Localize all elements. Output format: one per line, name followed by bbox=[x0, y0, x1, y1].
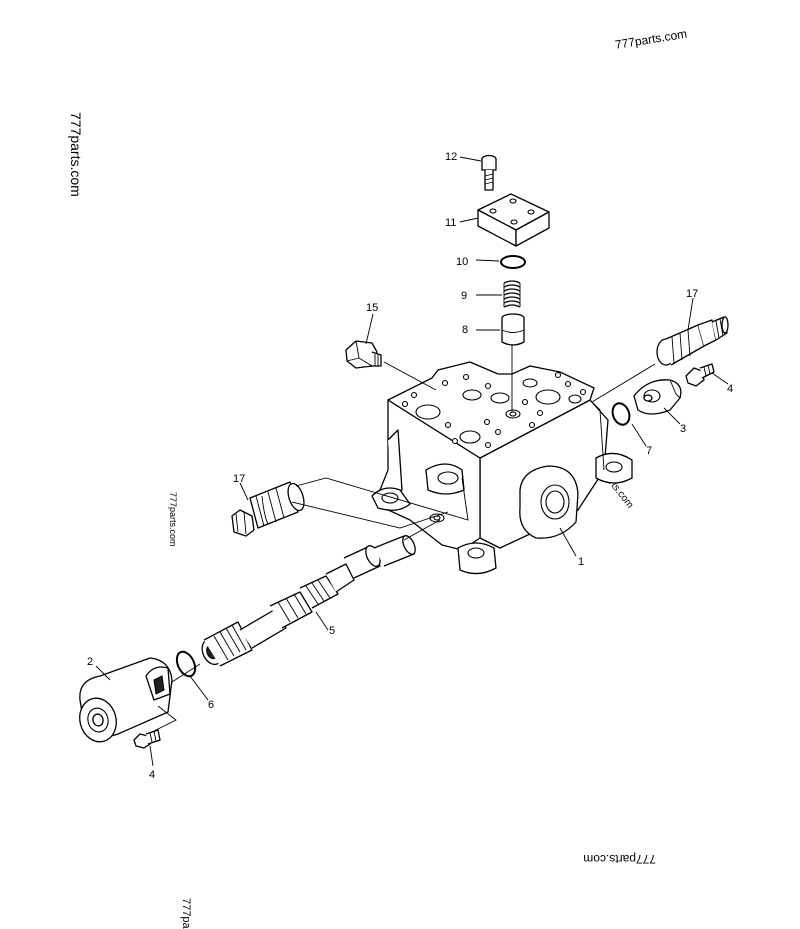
part-17-right-relief-valve[interactable] bbox=[656, 316, 729, 366]
leader-lines bbox=[95, 156, 729, 767]
part-15-plug[interactable] bbox=[345, 340, 382, 369]
part-4-right-bolt[interactable] bbox=[685, 363, 715, 387]
part-7-o-ring[interactable] bbox=[610, 401, 633, 427]
part-5-spool[interactable] bbox=[198, 534, 417, 668]
part-6-o-ring[interactable] bbox=[173, 649, 198, 679]
callout-3: 3 bbox=[680, 423, 686, 435]
part-4-left-bolt[interactable] bbox=[133, 729, 161, 749]
part-9-spring[interactable] bbox=[503, 280, 521, 308]
part-1-valve-body[interactable] bbox=[371, 361, 633, 575]
callout-4-right: 4 bbox=[727, 383, 733, 395]
callout-1: 1 bbox=[578, 556, 584, 568]
part-2-end-cap[interactable] bbox=[75, 657, 173, 746]
part-8-sleeve[interactable] bbox=[501, 313, 525, 346]
part-17-left-relief-valve[interactable] bbox=[231, 481, 307, 537]
callout-7: 7 bbox=[646, 445, 652, 457]
callout-9: 9 bbox=[461, 290, 467, 302]
callout-15: 15 bbox=[366, 302, 378, 314]
callout-10: 10 bbox=[456, 256, 468, 268]
part-12-bolt[interactable] bbox=[481, 154, 497, 191]
part-11-cover-plate[interactable] bbox=[477, 193, 550, 247]
callout-2: 2 bbox=[87, 656, 93, 668]
callout-8: 8 bbox=[462, 324, 468, 336]
callout-6: 6 bbox=[208, 699, 214, 711]
callout-labels: 12 11 10 9 8 15 17 4 3 7 1 17 5 6 2 4 bbox=[87, 151, 733, 781]
callout-5: 5 bbox=[329, 625, 335, 637]
callout-12: 12 bbox=[445, 151, 457, 163]
callout-17-left: 17 bbox=[233, 473, 245, 485]
part-3-cap[interactable] bbox=[633, 379, 682, 415]
callout-11: 11 bbox=[445, 217, 456, 229]
part-10-o-ring[interactable] bbox=[500, 255, 526, 269]
callout-17-right: 17 bbox=[686, 288, 698, 300]
callout-4-left: 4 bbox=[149, 769, 155, 781]
